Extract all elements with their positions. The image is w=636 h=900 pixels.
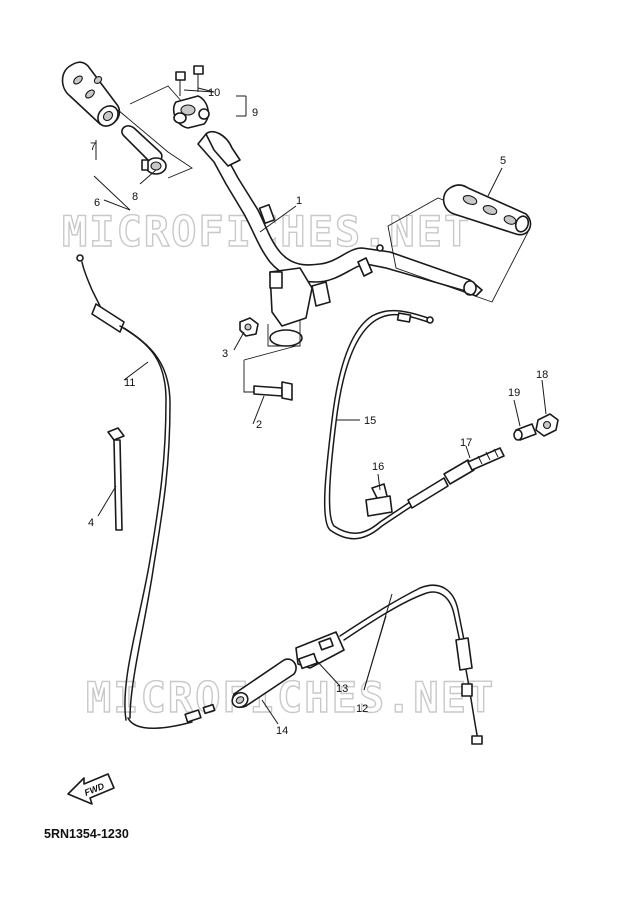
- diagram-code: 5RN1354-1230: [44, 827, 129, 841]
- callout-leaders: [93, 87, 547, 725]
- callout-16: 16: [372, 461, 384, 473]
- callout-3: 3: [222, 348, 228, 360]
- callout-2: 2: [256, 419, 262, 431]
- fwd-arrow: FWD: [67, 773, 115, 805]
- callout-9: 9: [252, 107, 258, 119]
- callout-8: 8: [132, 191, 138, 203]
- adjuster-nut: [535, 413, 559, 437]
- callout-14: 14: [276, 725, 288, 737]
- housing-screws: [175, 65, 204, 96]
- throttle-cable: [76, 254, 216, 729]
- adjuster-sleeve: [513, 423, 537, 441]
- callout-10: 10: [208, 87, 220, 99]
- callout-18: 18: [536, 369, 548, 381]
- callout-17: 17: [460, 437, 472, 449]
- throttle-tube: [231, 658, 297, 709]
- cable-tie: [107, 427, 125, 531]
- callout-7: 7: [90, 141, 96, 153]
- callout-19: 19: [508, 387, 520, 399]
- grip-collar: [141, 157, 167, 175]
- callout-12: 12: [356, 703, 368, 715]
- bolt: [243, 345, 297, 401]
- callout-5: 5: [500, 155, 506, 167]
- cable-adjuster: [407, 447, 505, 509]
- throttle-sub-cable: [339, 584, 483, 745]
- throttle-housing: [129, 85, 210, 129]
- switch-housing: [295, 631, 345, 670]
- brake-cable: [323, 309, 434, 540]
- callout-1: 1: [296, 195, 302, 207]
- callout-11: 11: [124, 377, 135, 389]
- right-grip: [442, 184, 532, 236]
- watermark-bottom: MICROFICHES.NET: [86, 673, 495, 722]
- callout-15: 15: [364, 415, 376, 427]
- callout-4: 4: [88, 517, 94, 529]
- left-grip: [61, 61, 121, 127]
- callout-13: 13: [336, 683, 348, 695]
- handle-clamp: [267, 267, 331, 347]
- right-grip-guide: [387, 197, 529, 303]
- cable-guide-bracket: [365, 483, 393, 517]
- callout-numbers: 1 2 3 4 5 6 7 8 9 10 11 12 13 14 15 16 1…: [88, 87, 548, 737]
- nut: [239, 317, 259, 337]
- callout-6: 6: [94, 197, 100, 209]
